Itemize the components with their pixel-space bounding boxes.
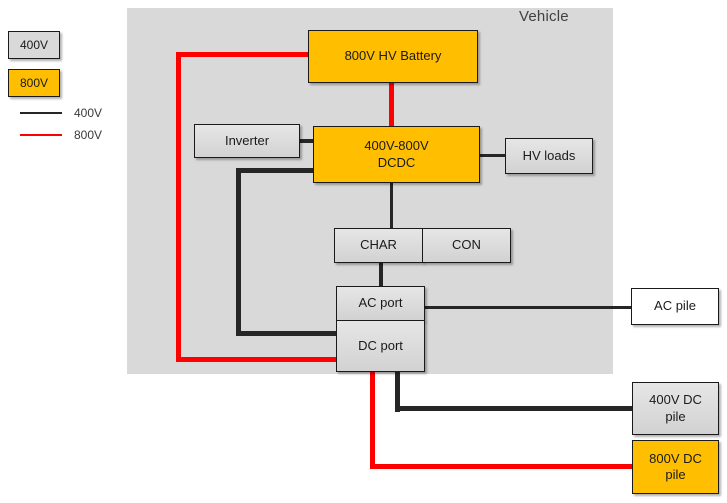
node-dc-pile-400-label-line1: 400V DC (649, 392, 702, 408)
node-char[interactable]: CHAR (334, 228, 423, 263)
wire-battery-to-dcport-800v-bottom (176, 357, 340, 362)
wire-dcport-to-dcpile800-vert (370, 369, 375, 469)
wire-battery-to-dcdc-800v (389, 80, 394, 128)
legend-line-800v: 800V (20, 128, 102, 142)
node-dcdc-label-line1: 400V-800V (364, 138, 429, 154)
node-dc-port[interactable]: DC port (336, 320, 425, 372)
node-hv-loads-label: HV loads (522, 147, 576, 163)
wire-battery-to-dcport-800v-left (176, 52, 181, 362)
node-ac-port[interactable]: AC port (336, 286, 425, 321)
node-dcdc-label-line2: DCDC (377, 154, 416, 170)
legend-swatch-400v-label: 400V (19, 38, 49, 52)
node-inverter[interactable]: Inverter (194, 124, 300, 158)
legend-swatch-800v-label: 800V (19, 76, 49, 90)
node-hv-battery-label: 800V HV Battery (344, 48, 442, 64)
legend-line-400v: 400V (20, 106, 102, 120)
wire-battery-to-dcport-800v-top (176, 52, 310, 57)
node-dc-port-label: DC port (358, 337, 403, 353)
node-inverter-label: Inverter (224, 132, 270, 148)
node-ac-port-label: AC port (358, 295, 403, 311)
node-hv-battery[interactable]: 800V HV Battery (308, 30, 478, 83)
legend-dash-400v-icon (20, 112, 62, 114)
wire-dcport-to-dcpile400-vert (395, 369, 400, 412)
wire-dcport-to-dcpile800-horiz (370, 464, 635, 469)
vehicle-label: Vehicle (519, 8, 569, 25)
legend-line-400v-label: 400V (74, 106, 103, 120)
legend-dash-800v-icon (20, 134, 62, 136)
node-hv-loads[interactable]: HV loads (505, 138, 593, 174)
node-con[interactable]: CON (422, 228, 511, 263)
wire-dcdc-to-dcport-400v-bottom (236, 331, 340, 336)
node-dcdc[interactable]: 400V-800V DCDC (313, 126, 480, 183)
node-dc-pile-800[interactable]: 800V DC pile (632, 440, 719, 494)
node-con-label: CON (452, 237, 481, 253)
wire-dcport-to-dcpile400-horiz (395, 406, 635, 411)
node-char-label: CHAR (360, 237, 397, 253)
legend-swatch-800v: 800V (8, 69, 60, 97)
wire-dcdc-to-dcport-400v-top (236, 168, 318, 173)
node-dc-pile-800-label-line1: 800V DC (649, 450, 702, 466)
wire-inverter-to-dcdc-400v (298, 139, 318, 143)
legend-swatch-400v: 400V (8, 31, 60, 59)
wire-acport-to-acpile-400v (423, 306, 633, 309)
legend-line-800v-label: 800V (74, 128, 103, 142)
node-ac-pile[interactable]: AC pile (631, 288, 719, 325)
wire-dcdc-to-char-400v (390, 180, 393, 230)
node-dc-pile-400-label-line2: pile (665, 408, 686, 424)
node-dc-pile-400[interactable]: 400V DC pile (632, 382, 719, 435)
wire-dcdc-to-hvloads-400v (478, 154, 506, 157)
node-ac-pile-label: AC pile (654, 298, 696, 314)
wire-char-to-acport-400v (379, 260, 383, 288)
wire-dcdc-to-dcport-400v-vert (236, 168, 241, 336)
node-dc-pile-800-label-line2: pile (665, 467, 686, 482)
